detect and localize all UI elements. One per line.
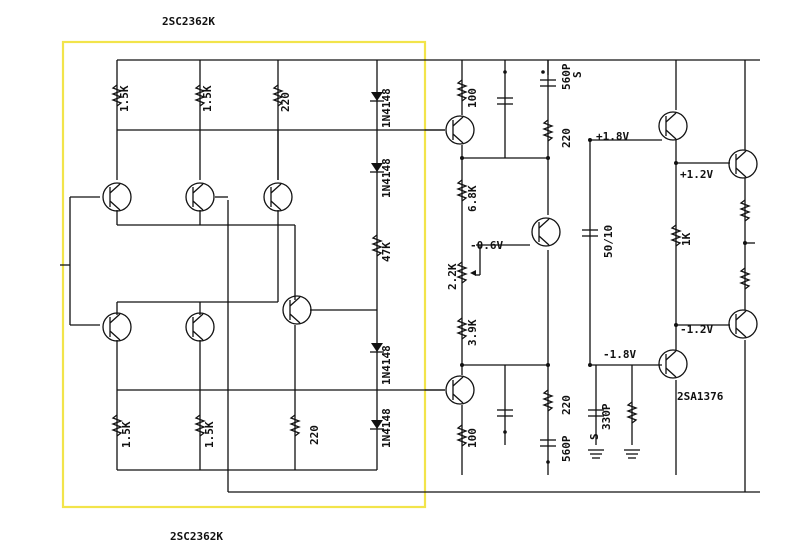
resistor-220-mid-bot: 220 xyxy=(542,389,573,415)
wiring-left-block xyxy=(60,59,760,493)
transistor-q3 xyxy=(263,182,293,212)
transistor-q2 xyxy=(185,182,215,212)
transistor-q10 xyxy=(658,111,688,141)
resistor-1k5-top-a: 1.5K xyxy=(111,84,131,112)
voltage-label-m06: -0.6V xyxy=(470,239,503,252)
resistor-1k: 1K xyxy=(670,224,693,247)
capacitor-50-10: 50/10 xyxy=(582,225,615,258)
svg-text:220: 220 xyxy=(560,128,573,148)
part-label-pnp: 2SA1376 xyxy=(677,390,724,403)
resistor-emitter-top xyxy=(739,199,751,222)
voltage-label-m12: -1.2V xyxy=(680,323,713,336)
capacitor-bottom-left xyxy=(497,409,513,434)
resistor-1k5-bot-b: 1.5K xyxy=(194,414,216,448)
resistor-100-bot: 100 xyxy=(456,424,479,448)
transistor-q6 xyxy=(282,295,312,325)
resistor-220-top: 220 xyxy=(272,84,292,112)
svg-text:220: 220 xyxy=(308,425,321,445)
svg-text:47K: 47K xyxy=(380,242,393,262)
svg-text:220: 220 xyxy=(560,395,573,415)
diode-d2: 1N4148 xyxy=(370,158,393,198)
svg-text:560P: 560P xyxy=(560,63,573,90)
svg-text:2.2K: 2.2K xyxy=(446,263,459,290)
transistor-q1 xyxy=(102,182,132,212)
part-title-top: 2SC2362K xyxy=(162,15,215,28)
svg-text:3.9K: 3.9K xyxy=(466,319,479,346)
capacitor-560p-bot: 560P xyxy=(540,435,573,464)
svg-text:S: S xyxy=(571,71,584,78)
svg-text:1N4148: 1N4148 xyxy=(380,88,393,128)
part-title-bottom: 2SC2362K xyxy=(170,530,223,543)
ground-symbol-a xyxy=(588,449,604,459)
transistor-q8 xyxy=(531,217,561,247)
resistor-unlabeled-ground xyxy=(626,401,638,424)
resistor-1k5-bot-a: 1.5K xyxy=(111,414,133,448)
ground-symbol-b xyxy=(624,449,640,459)
voltage-label-m18: -1.8V xyxy=(603,348,636,361)
svg-text:560P: 560P xyxy=(560,435,573,462)
svg-text:6.8K: 6.8K xyxy=(466,185,479,212)
resistor-6k8: 6.8K xyxy=(456,179,479,212)
svg-text:220: 220 xyxy=(279,92,292,112)
resistor-1k5-top-b: 1.5K xyxy=(194,84,214,112)
diode-d3: 1N4148 xyxy=(370,343,393,385)
resistor-220-mid-top: 220 xyxy=(542,119,573,148)
voltage-label-p18: +1.8V xyxy=(596,130,629,143)
resistor-3k9: 3.9K xyxy=(456,317,479,346)
transistor-q12 xyxy=(728,149,758,179)
resistor-emitter-bot xyxy=(739,267,751,290)
svg-text:1.5K: 1.5K xyxy=(120,421,133,448)
resistor-100-top: 100 xyxy=(456,79,479,108)
svg-text:100: 100 xyxy=(466,428,479,448)
svg-text:S: S xyxy=(588,433,601,440)
potentiometer-2k2: 2.2K xyxy=(446,261,476,290)
wiring-right-section xyxy=(425,60,755,492)
svg-text:1N4148: 1N4148 xyxy=(380,345,393,385)
transistor-q5 xyxy=(185,312,215,342)
capacitor-560p-top: 560P S xyxy=(540,63,584,90)
svg-text:330P: 330P xyxy=(600,403,613,430)
svg-text:50/10: 50/10 xyxy=(602,225,615,258)
transistor-q7 xyxy=(445,115,475,145)
svg-text:1.5K: 1.5K xyxy=(203,421,216,448)
svg-text:1K: 1K xyxy=(680,232,693,246)
capacitor-top-left xyxy=(497,70,513,105)
resistor-220-bot: 220 xyxy=(289,414,321,445)
junction-dots xyxy=(460,138,747,367)
resistor-47k: 47K xyxy=(371,234,393,262)
transistor-q4 xyxy=(102,312,132,342)
transistor-q9 xyxy=(445,375,475,405)
transistor-q11 xyxy=(658,349,688,379)
diode-d4: 1N4148 xyxy=(370,408,393,448)
svg-text:100: 100 xyxy=(466,88,479,108)
highlight-box xyxy=(61,40,427,509)
capacitor-330p: 330P S xyxy=(588,403,613,440)
svg-text:1.5K: 1.5K xyxy=(118,85,131,112)
svg-text:1.5K: 1.5K xyxy=(201,85,214,112)
transistor-q13 xyxy=(728,309,758,339)
diode-d1: 1N4148 xyxy=(370,88,393,128)
svg-text:1N4148: 1N4148 xyxy=(380,158,393,198)
svg-text:1N4148: 1N4148 xyxy=(380,408,393,448)
voltage-label-p12: +1.2V xyxy=(680,168,713,181)
